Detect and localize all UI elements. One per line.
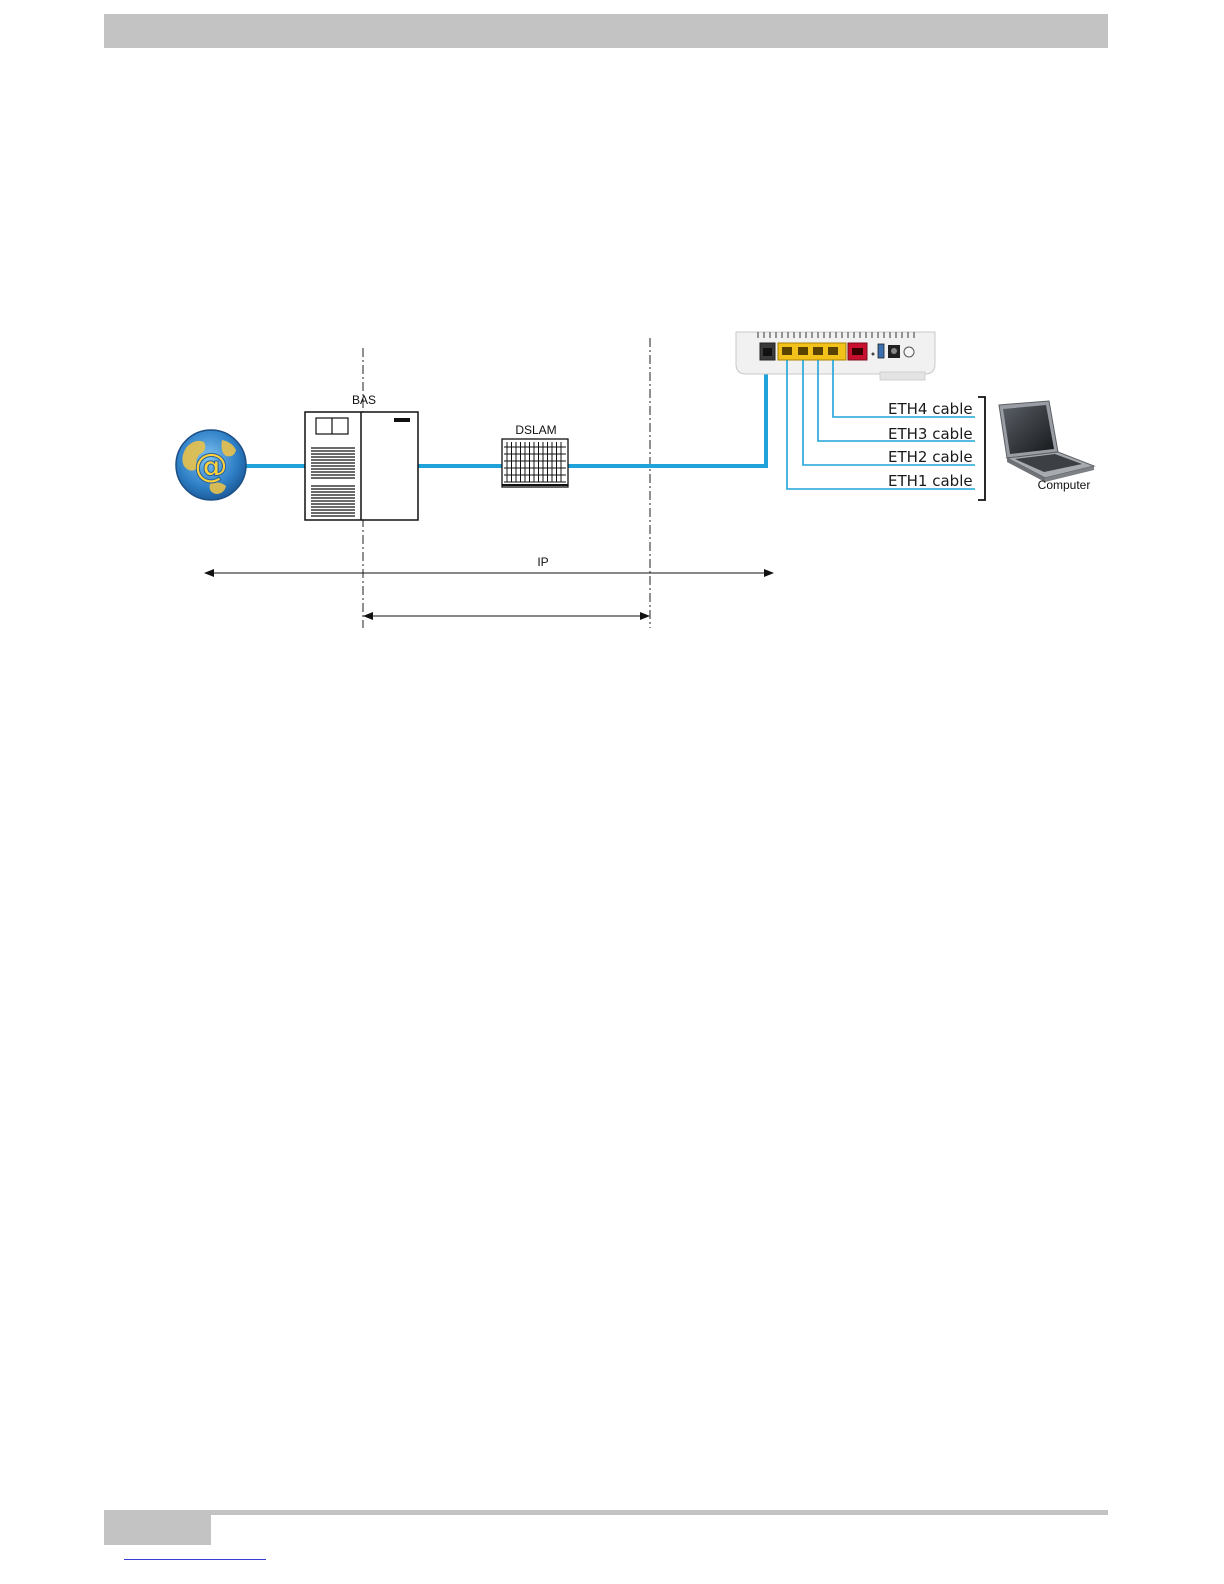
laptop-icon: [999, 401, 1094, 482]
page-footer-line: [104, 1510, 1108, 1515]
computer-bracket: [978, 397, 985, 500]
page-footer-tab: [104, 1515, 211, 1545]
internet-globe-icon: @: [176, 430, 246, 500]
router-icon: [736, 332, 935, 380]
eth2-cable-label: ETH2 cable: [888, 448, 973, 466]
dslam-label: DSLAM: [515, 423, 556, 437]
footer-link-underline: [124, 1559, 266, 1560]
dslam-rack-icon: [502, 439, 568, 487]
bas-server-icon: [305, 412, 418, 520]
computer-label: Computer: [1038, 478, 1091, 492]
eth3-cable-label: ETH3 cable: [888, 425, 973, 443]
svg-text:@: @: [194, 446, 228, 486]
link-dslam-router: [568, 364, 766, 466]
eth4-cable-label: ETH4 cable: [888, 400, 973, 418]
eth1-cable-label: ETH1 cable: [888, 472, 973, 490]
bas-label: BAS: [352, 393, 376, 407]
ip-label: IP: [537, 555, 548, 569]
